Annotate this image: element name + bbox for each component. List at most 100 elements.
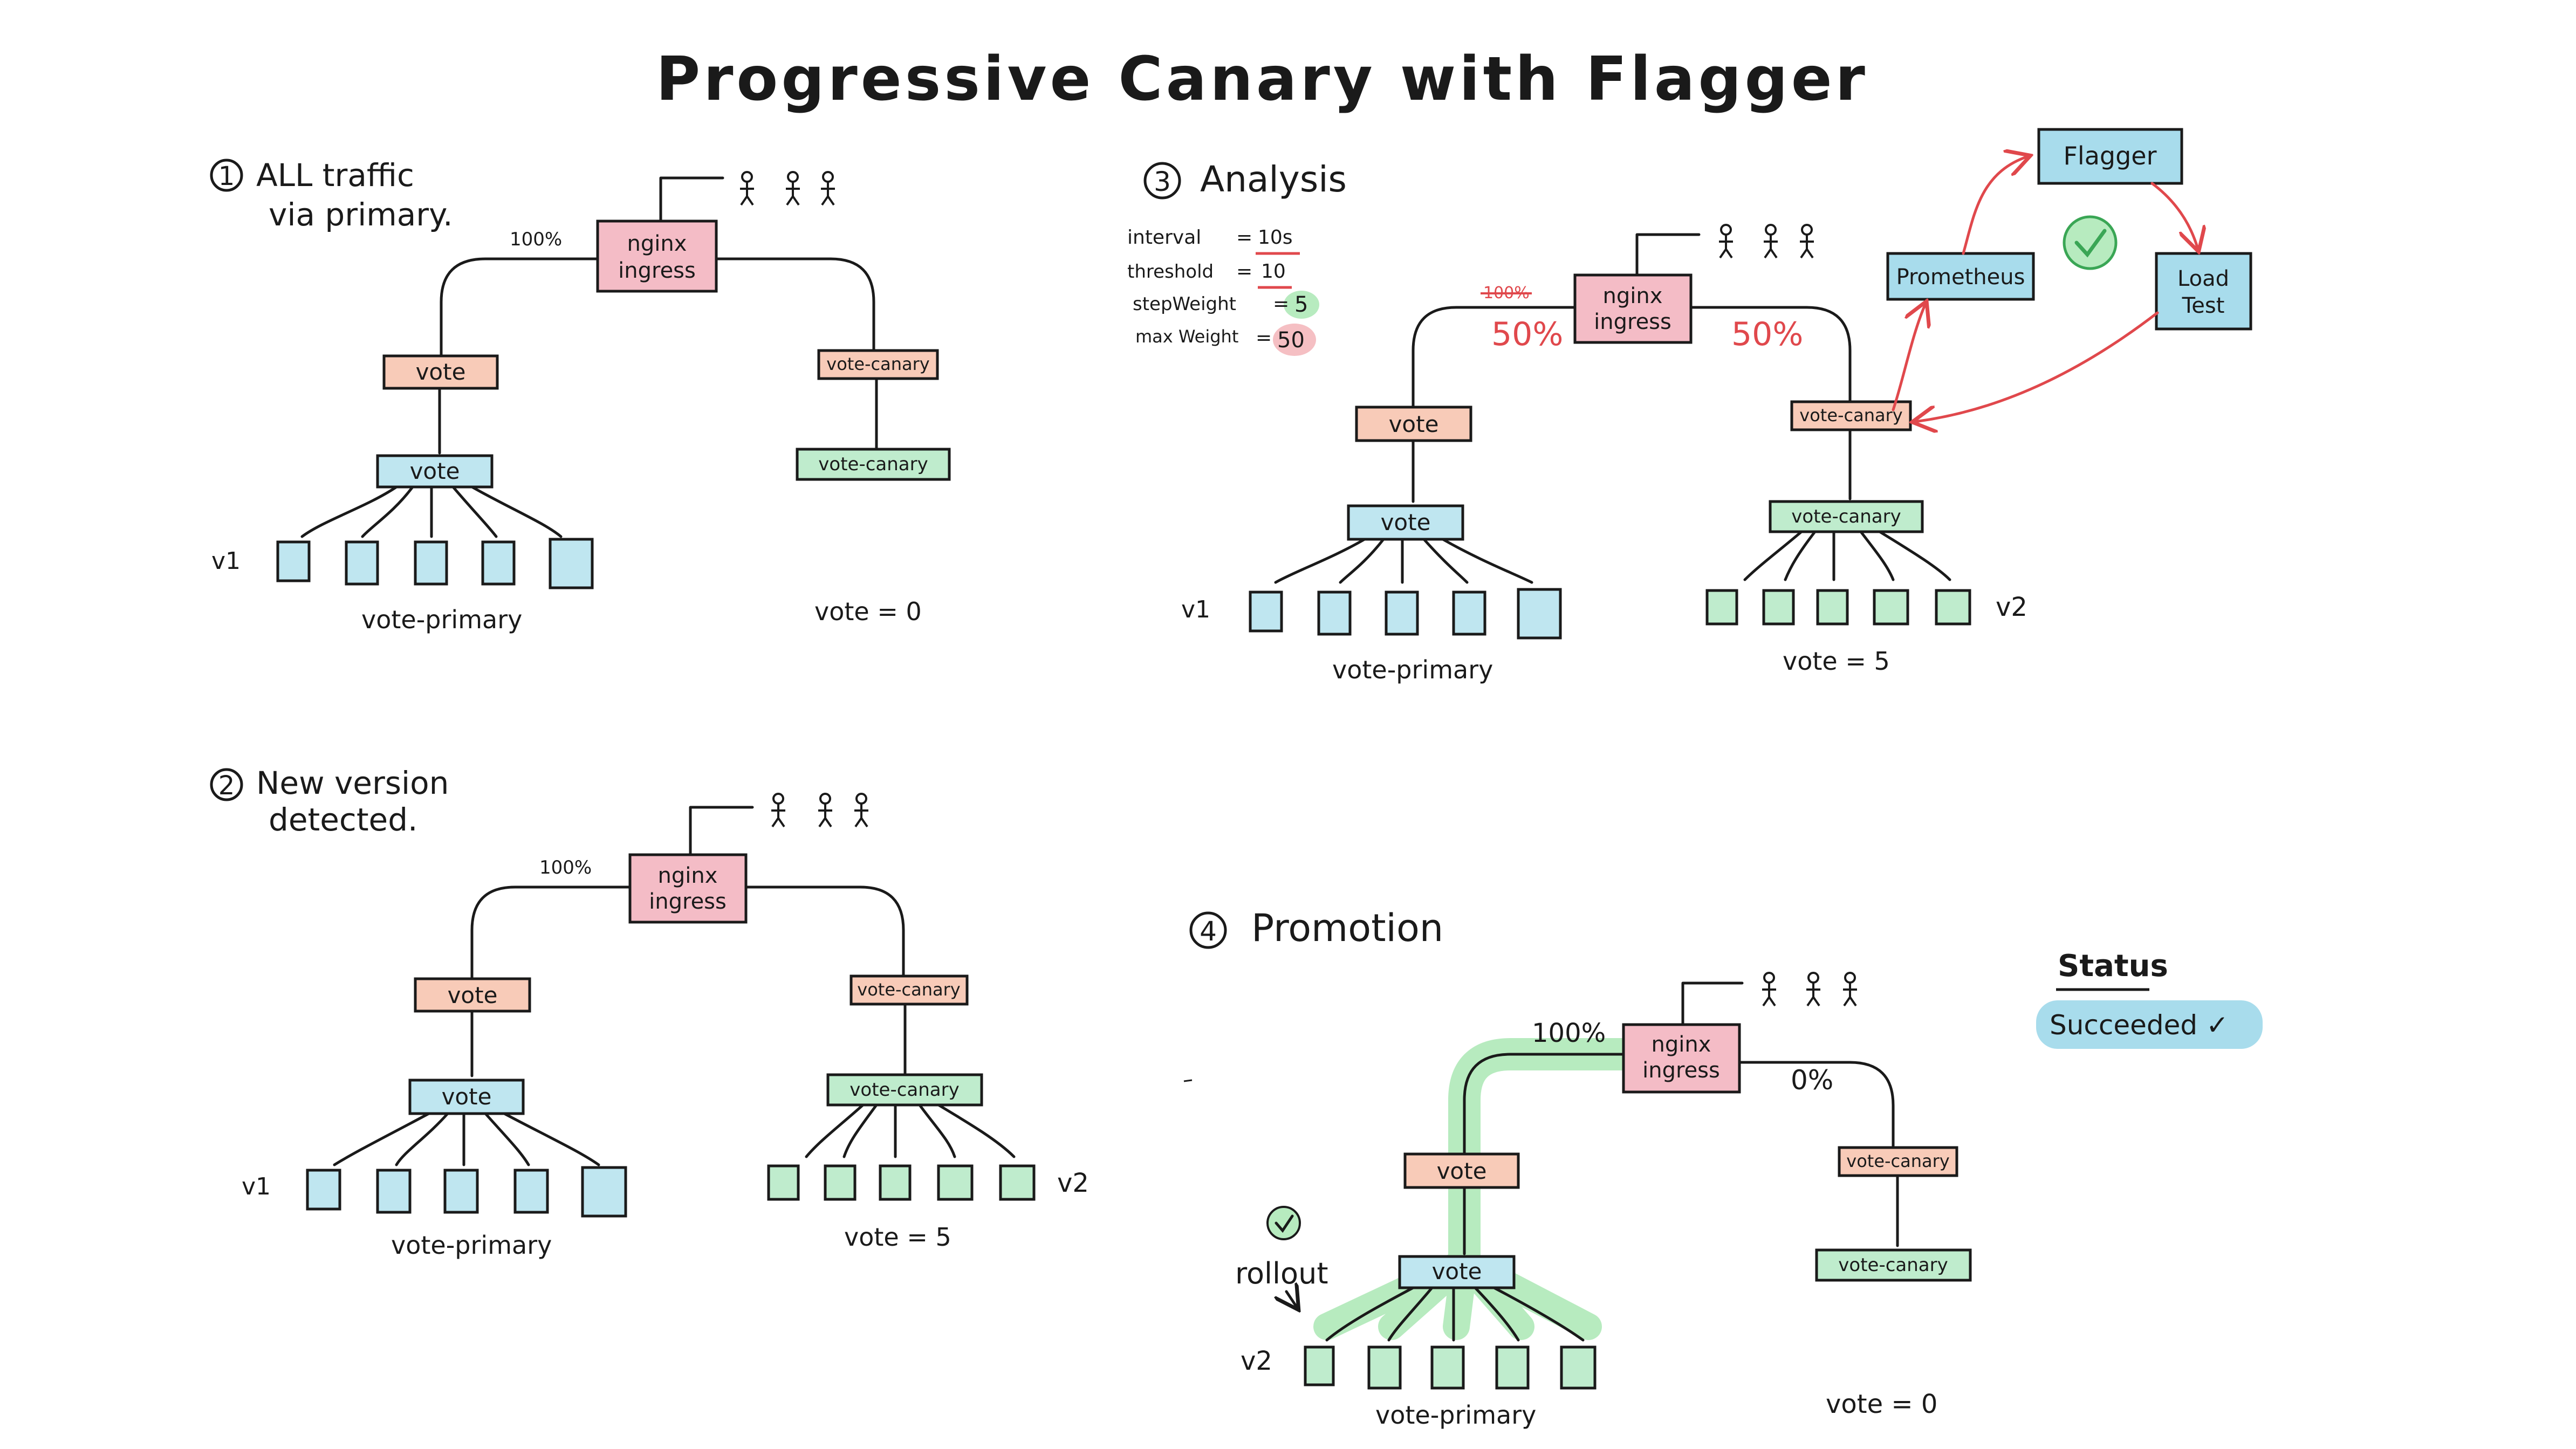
primary-deployment-label: vote-primary bbox=[391, 1231, 552, 1260]
pod bbox=[1495, 1345, 1530, 1390]
version-label-canary: v2 bbox=[1996, 592, 2027, 622]
step-number-circle bbox=[210, 159, 243, 192]
pod bbox=[581, 1166, 627, 1218]
primary-deployment-label: vote-primary bbox=[1332, 655, 1493, 684]
nginx-ingress-label-line2: ingress bbox=[649, 889, 727, 914]
param-threshold-value: 10 bbox=[1261, 260, 1286, 283]
service-vote-label: vote bbox=[1389, 411, 1439, 437]
nginx-ingress-label-line2: ingress bbox=[618, 258, 696, 283]
version-label: v1 bbox=[211, 547, 241, 575]
traffic-weight-primary: 100% bbox=[539, 857, 592, 878]
analysis-params: interval = 10s threshold = 10 stepWeight… bbox=[1127, 226, 1319, 356]
pod bbox=[1873, 589, 1909, 626]
pod bbox=[1762, 589, 1795, 626]
pod bbox=[1385, 590, 1419, 636]
canary-replica-count: vote = 0 bbox=[1826, 1389, 1937, 1419]
deployment-vote-label: vote bbox=[410, 458, 460, 484]
panel-heading-line2: via primary. bbox=[269, 196, 453, 233]
primary-deployment-label: vote-primary bbox=[361, 605, 522, 634]
nginx-ingress-label-line2: ingress bbox=[1642, 1058, 1720, 1083]
param-maxweight-value: 50 bbox=[1277, 328, 1305, 353]
param-equals: = bbox=[1236, 226, 1252, 249]
panel-2-new-version: 2 New version detected. nginx ingress 10… bbox=[210, 765, 1089, 1260]
pod bbox=[1816, 589, 1849, 626]
prometheus-label: Prometheus bbox=[1896, 265, 2025, 290]
pod bbox=[824, 1164, 857, 1201]
nginx-ingress-label: nginx bbox=[1652, 1032, 1711, 1057]
panel-heading: New version bbox=[256, 765, 449, 801]
service-vote-canary-label: vote-canary bbox=[857, 979, 960, 1000]
stray-mark bbox=[1183, 1079, 1193, 1082]
traffic-weight-primary: 50% bbox=[1491, 315, 1563, 353]
pod bbox=[767, 1164, 800, 1201]
panel-heading: ALL traffic bbox=[256, 157, 414, 194]
service-vote-canary bbox=[817, 349, 939, 380]
diagram-title: Progressive Canary with Flagger bbox=[656, 44, 1868, 114]
pod bbox=[1367, 1345, 1402, 1390]
nginx-ingress-label-line2: ingress bbox=[1594, 310, 1671, 334]
flagger-box bbox=[2037, 128, 2183, 185]
step-number-circle bbox=[1189, 911, 1227, 949]
step-number: 1 bbox=[218, 161, 235, 191]
version-label-canary: v2 bbox=[1057, 1168, 1089, 1198]
canary-replica-count: vote = 0 bbox=[814, 597, 922, 626]
service-vote-canary-label: vote-canary bbox=[826, 354, 929, 374]
arrow-flagger-to-loadtest bbox=[2150, 182, 2198, 249]
deployment-vote-label: vote bbox=[1381, 509, 1431, 535]
load-test-label: Load bbox=[2177, 266, 2229, 291]
users-group bbox=[1718, 224, 1815, 259]
pod bbox=[937, 1164, 974, 1201]
pod bbox=[879, 1164, 912, 1201]
param-threshold-key: threshold bbox=[1127, 261, 1214, 283]
param-maxweight-key: max Weight bbox=[1135, 326, 1238, 347]
panel-heading: Analysis bbox=[1200, 159, 1347, 200]
pod bbox=[1304, 1345, 1335, 1386]
param-interval-key: interval bbox=[1127, 226, 1201, 249]
pod bbox=[276, 540, 311, 582]
deployment-vote bbox=[1398, 1255, 1516, 1289]
panel-1-all-traffic: 1 ALL traffic via primary. nginx ingress… bbox=[210, 157, 951, 634]
pod bbox=[345, 540, 379, 586]
deployment-vote-label: vote bbox=[442, 1083, 492, 1110]
check-icon bbox=[2063, 215, 2118, 270]
version-label-primary: v1 bbox=[242, 1173, 271, 1200]
rollout-arrow bbox=[1286, 1292, 1297, 1308]
deployment-vote-canary-label: vote-canary bbox=[1791, 506, 1901, 527]
nginx-ingress-label: nginx bbox=[627, 231, 687, 256]
canary-replica-count: vote = 5 bbox=[844, 1223, 951, 1252]
service-vote-label: vote bbox=[448, 982, 498, 1008]
pod bbox=[414, 540, 448, 586]
arrow-loadtest-to-canary bbox=[1915, 311, 2159, 422]
version-label: v2 bbox=[1241, 1346, 1272, 1376]
pod bbox=[481, 540, 516, 586]
param-equals: = bbox=[1236, 260, 1252, 283]
pod bbox=[306, 1169, 341, 1211]
pod bbox=[1452, 590, 1486, 636]
deployment-vote bbox=[408, 1079, 525, 1115]
deployment-vote-canary bbox=[1769, 500, 1924, 533]
service-vote bbox=[1355, 406, 1472, 442]
users-group bbox=[770, 793, 869, 828]
deployment-vote-canary bbox=[1815, 1248, 1972, 1282]
pod bbox=[1430, 1345, 1465, 1390]
load-test-label-line2: Test bbox=[2182, 293, 2225, 318]
service-vote-canary-label: vote-canary bbox=[1846, 1151, 1949, 1171]
status-heading: Status bbox=[2058, 949, 2168, 984]
traffic-weight-primary: 100% bbox=[510, 229, 562, 250]
deployment-vote-canary-label: vote-canary bbox=[1838, 1254, 1948, 1276]
status-value: Succeeded ✓ bbox=[2050, 1010, 2229, 1041]
step-number-circle bbox=[210, 768, 243, 801]
deployment-vote bbox=[1347, 504, 1464, 541]
service-vote-canary-label: vote-canary bbox=[1799, 405, 1902, 425]
pod bbox=[549, 538, 594, 589]
pod bbox=[1560, 1345, 1597, 1390]
status-block: Status Succeeded ✓ bbox=[2036, 949, 2263, 1049]
pods-v2 bbox=[767, 1164, 1036, 1201]
param-equals: = bbox=[1256, 327, 1272, 349]
step-number: 4 bbox=[1200, 916, 1217, 947]
param-stepweight-value: 5 bbox=[1294, 292, 1308, 317]
flagger-label: Flagger bbox=[2063, 141, 2156, 170]
service-vote-label: vote bbox=[1437, 1158, 1487, 1184]
pod bbox=[1317, 590, 1352, 636]
